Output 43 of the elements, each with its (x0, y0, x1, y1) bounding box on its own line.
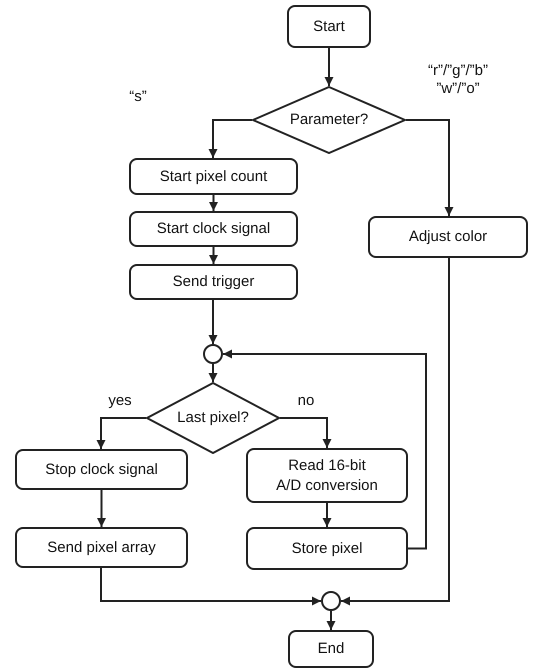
decision-text: Parameter? (290, 110, 368, 130)
process-box (15, 527, 188, 568)
arrow (280, 417, 332, 448)
arrow (208, 300, 218, 344)
process-box (368, 216, 528, 258)
edge-label: yes (107, 392, 133, 410)
arrow (324, 48, 334, 86)
process-box (288, 630, 374, 668)
arrow (209, 195, 218, 211)
arrow (326, 611, 336, 630)
arrow (209, 247, 218, 264)
arrow (341, 258, 450, 606)
arrow (322, 503, 332, 527)
process-text: Stop clock signal (45, 460, 158, 480)
process-box (287, 5, 371, 48)
process-box (246, 527, 408, 570)
arrow (96, 417, 146, 449)
arrow (97, 490, 106, 527)
process-text: Store pixel (292, 538, 362, 558)
process-text: Start (313, 16, 345, 36)
arrow (406, 119, 454, 216)
process-text: Adjust color (408, 227, 488, 247)
process-box (129, 158, 298, 195)
edge-label: “s” (128, 88, 148, 106)
edge-label: “r”/”g”/”b” ”w”/”o” (427, 62, 489, 98)
arrow (208, 364, 218, 382)
decision-text: Last pixel? (177, 408, 249, 428)
process-text: Start pixel count (160, 166, 268, 186)
process-text: Send pixel array (47, 538, 156, 558)
decision-diamond (146, 382, 280, 454)
edge-label: no (296, 392, 316, 410)
process-box (246, 448, 408, 503)
process-text: End (318, 639, 344, 659)
arrow (223, 350, 427, 550)
arrow (100, 568, 321, 606)
process-text: Read 16-bit A/D conversion (276, 456, 378, 496)
process-text: Send trigger (172, 272, 254, 292)
process-box (15, 449, 188, 490)
arrow (208, 119, 252, 158)
process-text: Start clock signal (156, 219, 270, 239)
process-box (129, 211, 298, 247)
process-box (129, 264, 298, 300)
decision-diamond (252, 86, 406, 154)
